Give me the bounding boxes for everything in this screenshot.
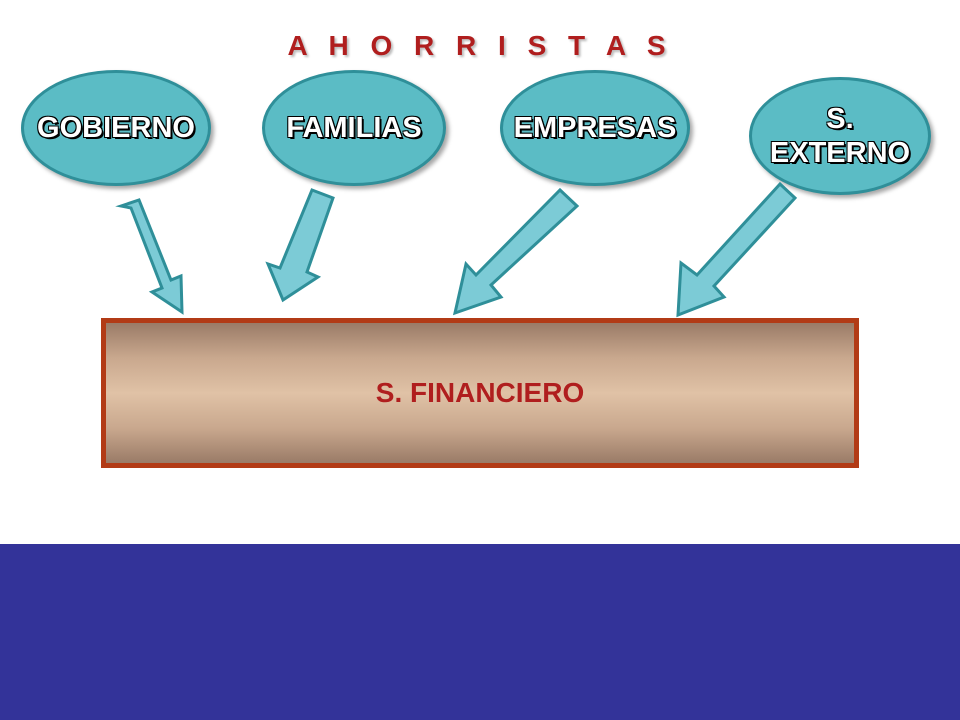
saver-gobierno-label: GOBIERNO (37, 112, 195, 144)
saver-familias-label: FAMILIAS (286, 112, 422, 144)
financial-sector-box: S. FINANCIERO (101, 318, 859, 468)
arrow-empresas (452, 187, 580, 316)
flow-arrows (115, 181, 798, 318)
arrow-s-externo (676, 181, 798, 318)
arrow-familias (265, 188, 335, 303)
diagram-title: A H O R R I S T A S (287, 30, 673, 61)
saver-s-externo: S. EXTERNO (749, 77, 931, 195)
saver-gobierno: GOBIERNO (21, 70, 211, 186)
saver-empresas-label: EMPRESAS (513, 112, 677, 144)
financial-sector-label: S. FINANCIERO (375, 377, 585, 408)
bottom-band (0, 544, 960, 720)
saver-familias: FAMILIAS (262, 70, 446, 186)
saver-s-externo-label: S. EXTERNO (769, 103, 911, 169)
arrow-gobierno (115, 198, 184, 315)
saver-empresas: EMPRESAS (500, 70, 690, 186)
